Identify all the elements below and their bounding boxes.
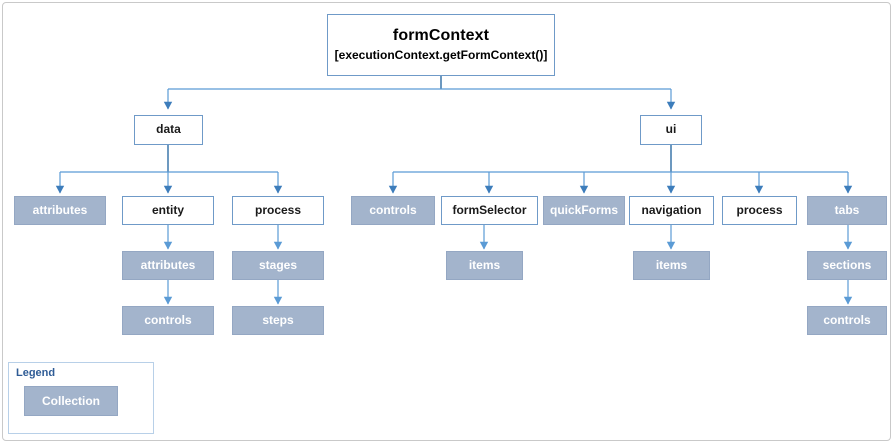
node-formContext-title: formContext [392,27,490,45]
node-formContext[interactable]: formContext [executionContext.getFormCon… [327,14,555,76]
node-formContext-subtitle: [executionContext.getFormContext()] [334,47,548,62]
node-process-stages[interactable]: stages [232,251,324,280]
node-data-process-label: process [254,202,302,217]
node-formSelector-label: formSelector [452,202,527,217]
node-tabs[interactable]: tabs [807,196,887,225]
node-tabs-label: tabs [834,202,860,217]
node-data-process[interactable]: process [232,196,324,225]
legend-title: Legend [16,367,56,379]
node-entity-attributes[interactable]: attributes [122,251,214,280]
node-data-attributes-label: attributes [32,202,88,217]
node-navigation[interactable]: navigation [629,196,714,225]
node-ui-controls-label: controls [369,202,417,217]
node-navigation-items-label: items [655,257,688,272]
legend-collection-label: Collection [41,394,100,408]
node-process-steps-label: steps [262,312,294,327]
node-ui-controls[interactable]: controls [351,196,435,225]
node-tabs-sections-label: sections [822,257,872,272]
legend: Legend Collection [8,362,154,434]
node-formSelector[interactable]: formSelector [441,196,538,225]
node-data[interactable]: data [134,115,203,145]
node-entity-controls-label: controls [144,312,192,327]
node-data-attributes[interactable]: attributes [14,196,106,225]
node-data-label: data [156,122,181,137]
node-entity-label: entity [151,202,184,217]
node-ui-process[interactable]: process [722,196,797,225]
node-ui-process-label: process [736,202,783,217]
node-quickForms-label: quickForms [549,202,618,217]
node-entity-attributes-label: attributes [140,257,196,272]
node-process-steps[interactable]: steps [232,306,324,335]
node-ui-label: ui [665,122,677,137]
node-tabs-controls-label: controls [823,312,871,327]
node-ui[interactable]: ui [640,115,702,145]
node-process-stages-label: stages [258,257,298,272]
node-navigation-items[interactable]: items [633,251,710,280]
node-tabs-controls[interactable]: controls [807,306,887,335]
node-entity-controls[interactable]: controls [122,306,214,335]
node-formSelector-items[interactable]: items [446,251,523,280]
node-navigation-label: navigation [641,202,702,217]
node-tabs-sections[interactable]: sections [807,251,887,280]
legend-collection-swatch: Collection [24,386,118,416]
node-quickForms[interactable]: quickForms [543,196,625,225]
node-formSelector-items-label: items [468,257,501,272]
node-entity[interactable]: entity [122,196,214,225]
